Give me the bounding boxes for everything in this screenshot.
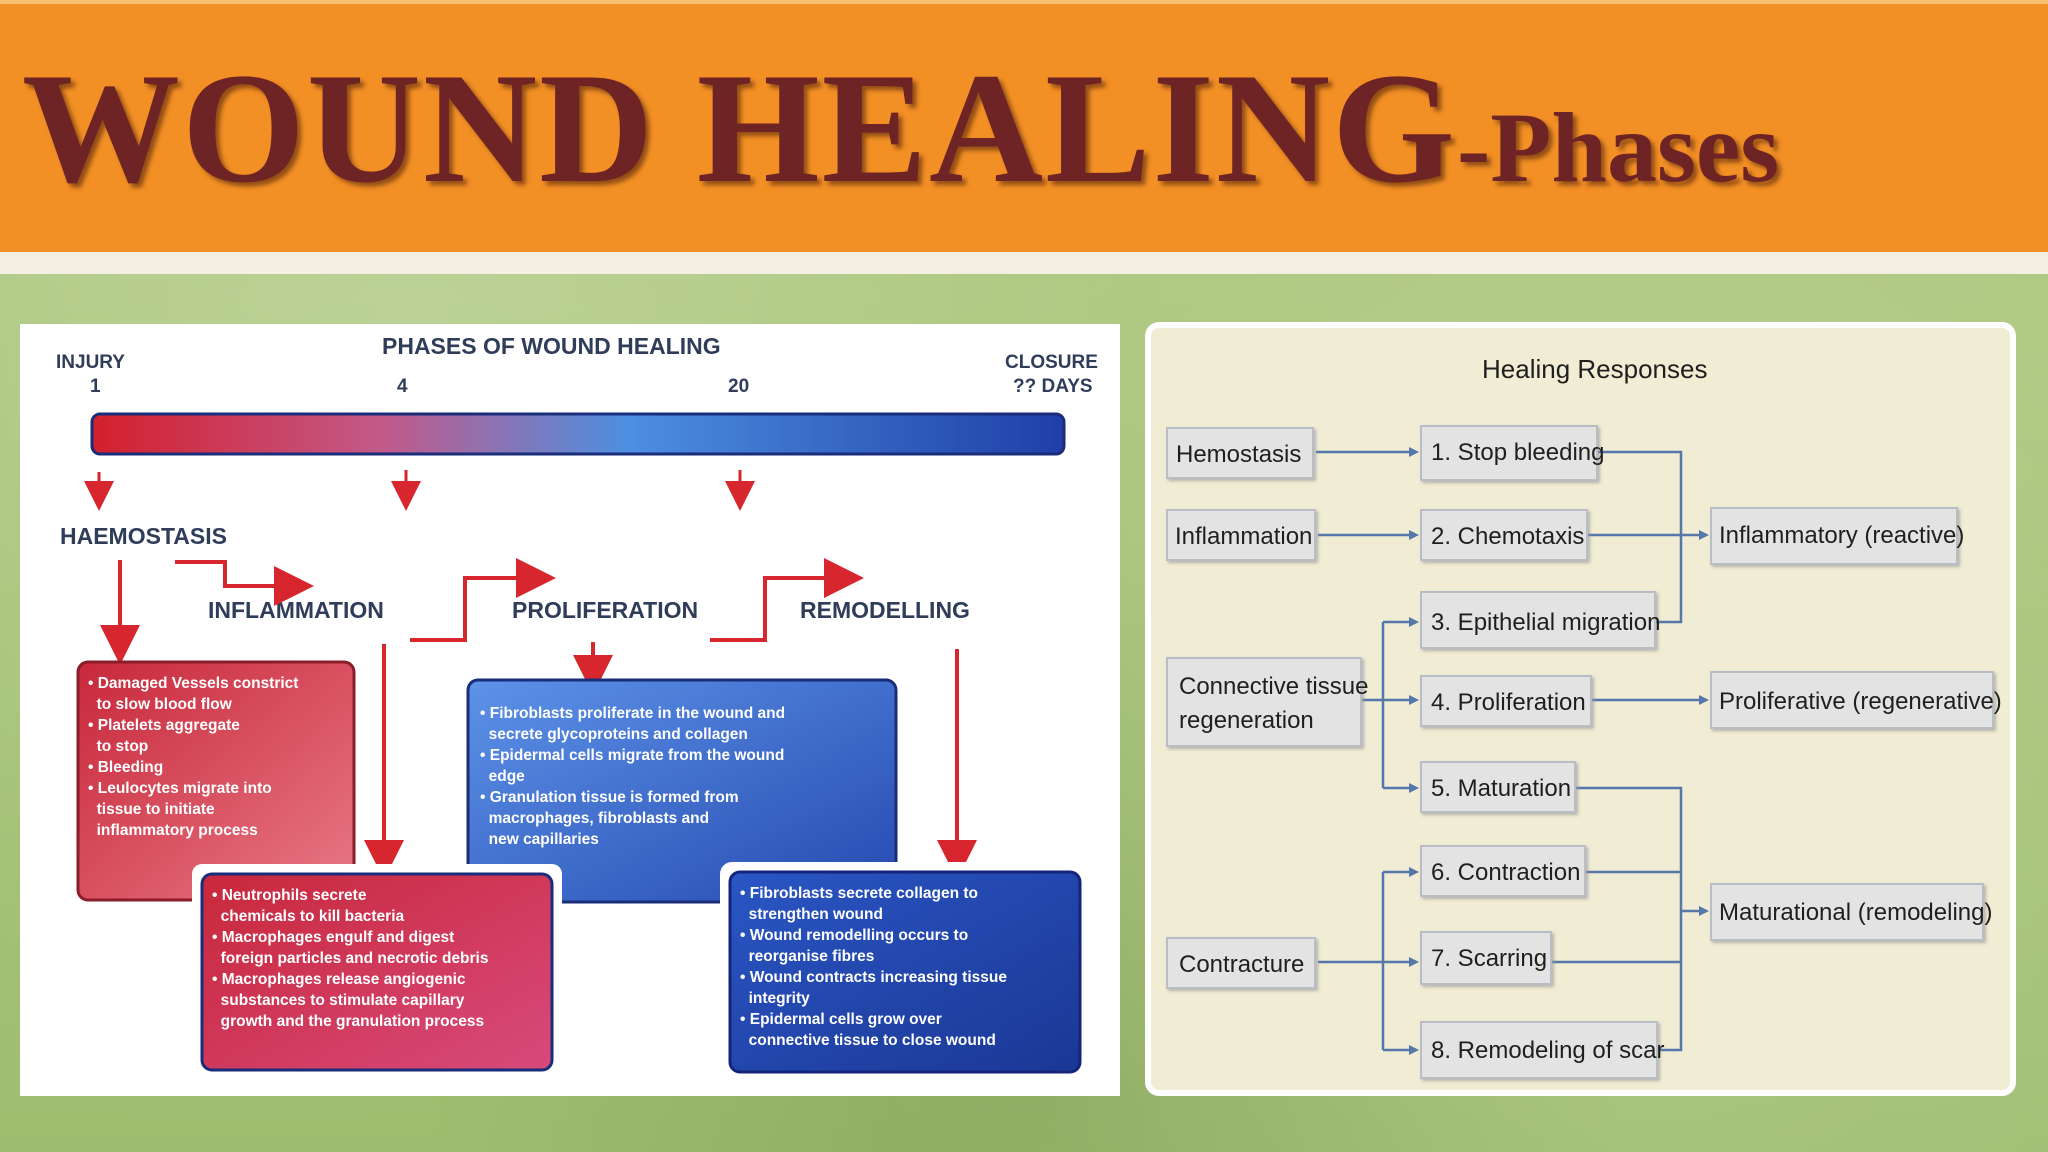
remodelling-line: • Epidermal cells grow over <box>740 1011 942 1028</box>
step-label: 2. Chemotaxis <box>1431 523 1584 550</box>
proliferation-line: • Granulation tissue is formed from <box>480 789 739 806</box>
outcome-inflammatory-label: Inflammatory (reactive) <box>1719 522 1964 549</box>
proliferation-line: • Fibroblasts proliferate in the wound a… <box>480 705 785 722</box>
step-node <box>1420 761 1576 813</box>
node-inflammation <box>1166 509 1316 561</box>
connectors <box>1316 447 1709 1055</box>
healing-responses-panel: Healing Responses <box>1145 322 2016 1096</box>
haemostasis-line: tissue to initiate <box>88 801 215 818</box>
phases-heading: PHASES OF WOUND HEALING <box>382 333 721 359</box>
inflammation-line: growth and the granulation process <box>212 1013 484 1030</box>
phases-diagram: PHASES OF WOUND HEALING INJURY 1 4 20 CL… <box>56 333 1098 1082</box>
timeline-bar <box>90 412 1066 456</box>
remodelling-line: integrity <box>740 990 810 1007</box>
step-node <box>1420 845 1586 897</box>
remodelling-line: connective tissue to close wound <box>740 1032 996 1049</box>
phase-inflammation: INFLAMMATION <box>208 597 384 623</box>
step-node <box>1420 675 1592 727</box>
node-connective-label-2: regeneration <box>1179 707 1314 734</box>
day-4-label: 4 <box>397 376 408 397</box>
inflammation-line: chemicals to kill bacteria <box>212 908 404 925</box>
node-connective-label-1: Connective tissue <box>1179 673 1368 700</box>
proliferation-line: macrophages, fibroblasts and <box>480 810 709 827</box>
step-arrow-inflammation <box>175 560 314 606</box>
remodelling-box-text: • Fibroblasts secrete collagen to streng… <box>740 885 1007 1049</box>
haemostasis-line: • Damaged Vessels constrict <box>88 675 298 692</box>
step-arrow-proliferation <box>410 558 556 642</box>
outcome-maturational-label: Maturational (remodeling) <box>1719 899 1992 926</box>
outcome-proliferative <box>1710 671 1994 729</box>
phases-diagram-panel: PHASES OF WOUND HEALING INJURY 1 4 20 CL… <box>20 324 1120 1096</box>
step-label: 7. Scarring <box>1431 945 1547 972</box>
day-1-label: 1 <box>90 376 101 397</box>
step-label: 8. Remodeling of scar <box>1431 1037 1664 1064</box>
node-contracture <box>1166 937 1316 989</box>
proliferation-line: new capillaries <box>480 831 599 848</box>
inflammation-line: substances to stimulate capillary <box>212 992 465 1009</box>
phase-haemostasis: HAEMOSTASIS <box>60 523 227 549</box>
inflammation-line: • Macrophages release angiogenic <box>212 971 466 988</box>
title-main: WOUND HEALING <box>22 41 1457 216</box>
healing-responses-diagram: Healing Responses <box>1166 354 2002 1079</box>
step-node <box>1420 591 1656 649</box>
step-arrow-remodelling <box>710 558 864 642</box>
remodelling-line: • Fibroblasts secrete collagen to <box>740 885 978 902</box>
step-node <box>1420 1021 1658 1079</box>
remodelling-line: • Wound contracts increasing tissue <box>740 969 1007 986</box>
inflammation-box-text: • Neutrophils secrete chemicals to kill … <box>212 887 489 1030</box>
haemostasis-line: • Bleeding <box>88 759 163 776</box>
haemostasis-line: to slow blood flow <box>88 696 233 713</box>
left-nodes: Hemostasis Inflammation Connective tissu… <box>1166 427 1368 989</box>
phase-remodelling: REMODELLING <box>800 597 970 623</box>
inflammation-line: foreign particles and necrotic debris <box>212 950 489 967</box>
outcome-inflammatory <box>1710 507 1958 565</box>
injury-label: INJURY <box>56 352 125 373</box>
haemostasis-line: • Platelets aggregate <box>88 717 240 734</box>
node-hemostasis-label: Hemostasis <box>1176 441 1301 468</box>
inflammation-line: • Neutrophils secrete <box>212 887 367 904</box>
proliferation-box <box>466 678 898 904</box>
title-sub: -Phases <box>1456 92 1780 203</box>
node-connective-tissue <box>1166 657 1362 747</box>
day-20-label: 20 <box>728 376 749 397</box>
remodelling-line: reorganise fibres <box>740 948 874 965</box>
haemostasis-line: to stop <box>88 738 148 755</box>
haemostasis-box-text: • Damaged Vessels constrict to slow bloo… <box>88 675 298 839</box>
remodelling-line: strengthen wound <box>740 906 883 923</box>
proliferation-line: edge <box>480 768 525 785</box>
remodelling-box <box>728 870 1082 1074</box>
title-band: WOUND HEALING-Phases <box>0 0 2048 274</box>
haemostasis-line: inflammatory process <box>88 822 258 839</box>
closure-days-label: ?? DAYS <box>1013 376 1093 397</box>
remodelling-line: • Wound remodelling occurs to <box>740 927 968 944</box>
inflammation-box <box>200 872 554 1072</box>
closure-label: CLOSURE <box>1005 352 1098 373</box>
healing-responses-heading: Healing Responses <box>1482 354 1707 384</box>
connector <box>1571 786 1683 1052</box>
node-contracture-label: Contracture <box>1179 951 1304 978</box>
step-label: 4. Proliferation <box>1431 689 1586 716</box>
step-node <box>1420 509 1588 561</box>
step-label: 6. Contraction <box>1431 859 1580 886</box>
inflammation-line: • Macrophages engulf and digest <box>212 929 454 946</box>
step-label: 1. Stop bleeding <box>1431 439 1604 466</box>
outcome-nodes: Inflammatory (reactive) Proliferative (r… <box>1710 507 2002 941</box>
step-nodes: 1. Stop bleeding 2. Chemotaxis 3. Epithe… <box>1420 425 1664 1079</box>
proliferation-line: secrete glycoproteins and collagen <box>480 726 748 743</box>
outcome-proliferative-label: Proliferative (regenerative) <box>1719 688 2002 715</box>
proliferation-line: • Epidermal cells migrate from the wound <box>480 747 784 764</box>
proliferation-box-text: • Fibroblasts proliferate in the wound a… <box>480 705 785 848</box>
step-label: 5. Maturation <box>1431 775 1571 802</box>
outcome-maturational <box>1710 883 1984 941</box>
node-inflammation-label: Inflammation <box>1175 523 1312 550</box>
phase-proliferation: PROLIFERATION <box>512 597 698 623</box>
step-label: 3. Epithelial migration <box>1431 609 1660 636</box>
node-hemostasis <box>1166 427 1314 479</box>
step-node <box>1420 931 1552 985</box>
step-node <box>1420 425 1598 481</box>
page-title: WOUND HEALING-Phases <box>22 50 1779 208</box>
haemostasis-line: • Leulocytes migrate into <box>88 780 272 797</box>
